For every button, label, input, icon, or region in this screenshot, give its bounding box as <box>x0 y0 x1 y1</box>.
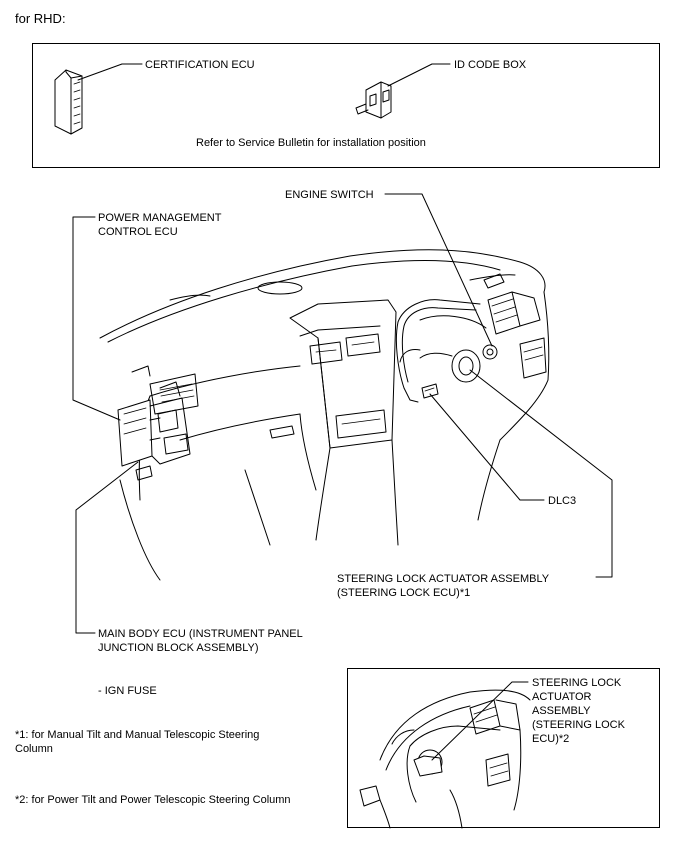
main-body-ecu-label-2: JUNCTION BLOCK ASSEMBLY) <box>98 642 259 654</box>
ign-fuse-label: - IGN FUSE <box>98 685 157 697</box>
leader-main-body-ecu <box>75 461 139 634</box>
inset-box <box>347 668 660 828</box>
certification-ecu-label: CERTIFICATION ECU <box>145 59 255 71</box>
inset-illustration <box>359 689 531 829</box>
engine-switch-label: ENGINE SWITCH <box>285 189 374 201</box>
power-management-ecu-label-2: CONTROL ECU <box>98 226 178 238</box>
inset-label-4: (STEERING LOCK <box>532 719 625 731</box>
power-management-ecu-label-1: POWER MANAGEMENT <box>98 212 222 224</box>
leader-dlc3 <box>429 393 545 501</box>
certification-ecu-part <box>54 69 83 135</box>
installation-note: Refer to Service Bulletin for installati… <box>196 137 426 149</box>
page-title: for RHD: <box>15 11 66 26</box>
dashboard-outline <box>99 249 550 581</box>
leader-id-code-box <box>387 63 433 87</box>
inset-label-3: ASSEMBLY <box>532 705 591 717</box>
main-body-ecu-label-1: MAIN BODY ECU (INSTRUMENT PANEL <box>98 628 303 640</box>
leader-engine-switch <box>384 193 493 347</box>
leader-power-management-ecu <box>72 216 121 421</box>
dlc3-label: DLC3 <box>548 495 577 507</box>
leader-steering-lock-actuator <box>469 369 613 578</box>
inset-label-1: STEERING LOCK <box>532 677 622 689</box>
inset-label-2: ACTUATOR <box>532 691 592 703</box>
steering-lock-actuator-label-2: (STEERING LOCK ECU)*1 <box>337 587 471 599</box>
id-code-box-label: ID CODE BOX <box>454 59 527 71</box>
leader-certification-ecu <box>77 63 123 81</box>
footnote-1-line-1: *1: for Manual Tilt and Manual Telescopi… <box>15 729 260 741</box>
steering-lock-actuator-label-1: STEERING LOCK ACTUATOR ASSEMBLY <box>337 573 550 585</box>
leader-inset-steering-lock <box>431 681 529 761</box>
id-code-box-part <box>355 81 392 119</box>
inset-label-5: ECU)*2 <box>532 733 570 745</box>
location-box <box>32 43 660 168</box>
footnote-1-line-2: Column <box>15 743 53 755</box>
footnote-2: *2: for Power Tilt and Power Telescopic … <box>15 794 291 806</box>
